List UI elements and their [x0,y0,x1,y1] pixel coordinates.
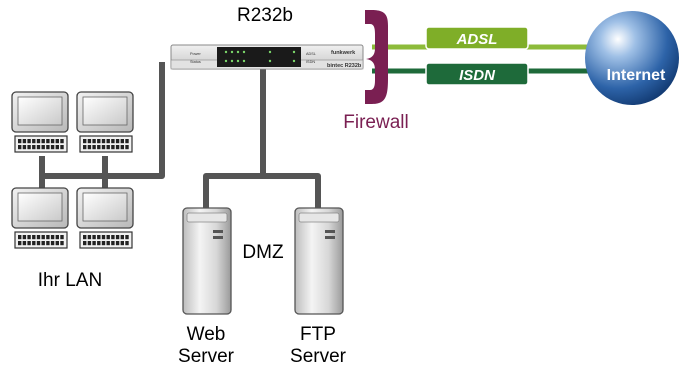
dmz-servers [182,207,344,315]
computer-icon [11,91,69,153]
router-led-label-isdn: ISDN [306,60,315,64]
isdn-badge: ISDN [425,62,529,86]
isdn-label: ISDN [459,67,496,84]
server-icon [294,207,344,315]
firewall-label: Firewall [343,112,408,133]
router-led-label-power: Power [190,52,201,56]
ftp-server-label-line1: FTP [300,324,336,345]
internet-label: Internet [607,67,666,84]
internet-globe: Internet [585,11,679,105]
firewall-bracket [365,10,388,104]
adsl-label: ADSL [456,31,498,48]
router-brand: funkwerk [331,50,356,56]
web-server-label-line1: Web [187,324,226,345]
dmz-label: DMZ [242,242,284,263]
lan-cable [42,62,165,179]
router-name: R232b [237,5,293,26]
lan-workstations [11,91,134,249]
server-icon [182,207,232,315]
dmz-cable [203,173,321,214]
ftp-server-label-line2: Server [290,346,347,367]
router-led-label-adsl: ADSL [306,52,316,56]
network-cables [39,62,321,214]
firewall: Firewall [343,10,409,133]
computer-icon [76,187,134,249]
computer-icon [76,91,134,153]
router-model-label: bintec R232b [327,63,362,69]
router-led-label-status: Status [190,60,201,64]
router: R232b Power Status ADSL ISDN funkwerk bi… [170,5,364,70]
web-server-label-line2: Server [178,346,235,367]
lan-label: Ihr LAN [38,270,102,291]
router-leds [224,50,296,63]
computer-icon [11,187,69,249]
adsl-badge: ADSL [425,26,529,50]
